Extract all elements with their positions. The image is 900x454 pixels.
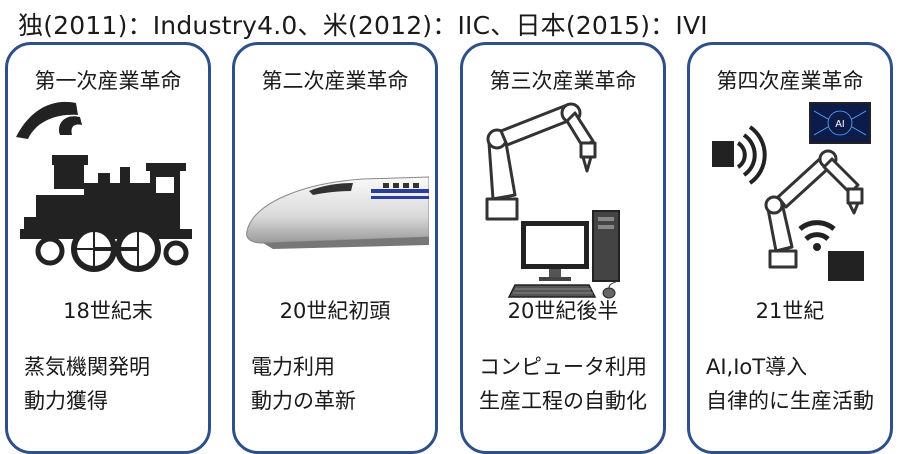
card-fourth-revolution: 第四次産業革命 AI 21世紀 AI, (687, 42, 893, 454)
ai-screen-label: AI (835, 119, 844, 130)
card-title: 第三次産業革命 (489, 69, 637, 93)
desc-line-1: 電力利用 (251, 355, 335, 379)
card-era: 20世紀後半 (507, 299, 619, 323)
card-title: 第一次産業革命 (34, 69, 182, 93)
card-description: コンピュータ利用 生産工程の自動化 (479, 350, 647, 418)
desc-line-1: 蒸気機関発明 (24, 355, 150, 379)
page-header: 独(2011)：Industry4.0、米(2012)：IIC、日本(2015)… (18, 11, 708, 40)
ai-iot-robot-icon: AI (712, 102, 871, 281)
card-era: 20世紀初頭 (279, 299, 391, 323)
card-title: 第二次産業革命 (261, 69, 409, 93)
card-description: 蒸気機関発明 動力獲得 (24, 350, 150, 418)
card-description: 電力利用 動力の革新 (251, 350, 356, 418)
card-second-revolution: 第二次産業革命 20世紀初頭 電力利用 動力の革新 (232, 42, 438, 454)
steam-locomotive-icon (16, 101, 192, 272)
card-third-revolution: 第三次産業革命 20世紀後半 コンピュータ利用 (460, 42, 666, 454)
desc-line-1: コンピュータ利用 (479, 355, 647, 379)
desc-line-1: AI,IoT導入 (706, 355, 808, 379)
desc-line-2: 動力の革新 (251, 389, 356, 413)
desc-line-2: 動力獲得 (24, 389, 108, 413)
desc-line-2: 自律的に生産活動 (706, 389, 874, 413)
desc-line-2: 生産工程の自動化 (479, 389, 647, 413)
card-first-revolution: 第一次産業革命 18世紀末 蒸気機関発明 動力獲得 (5, 42, 211, 454)
card-description: AI,IoT導入 自律的に生産活動 (706, 350, 874, 418)
bullet-train-icon (246, 176, 429, 249)
card-era: 18世紀末 (63, 299, 153, 323)
robot-arm-computer-icon (485, 102, 620, 299)
card-era: 21世紀 (755, 299, 825, 323)
card-title: 第四次産業革命 (716, 69, 864, 93)
